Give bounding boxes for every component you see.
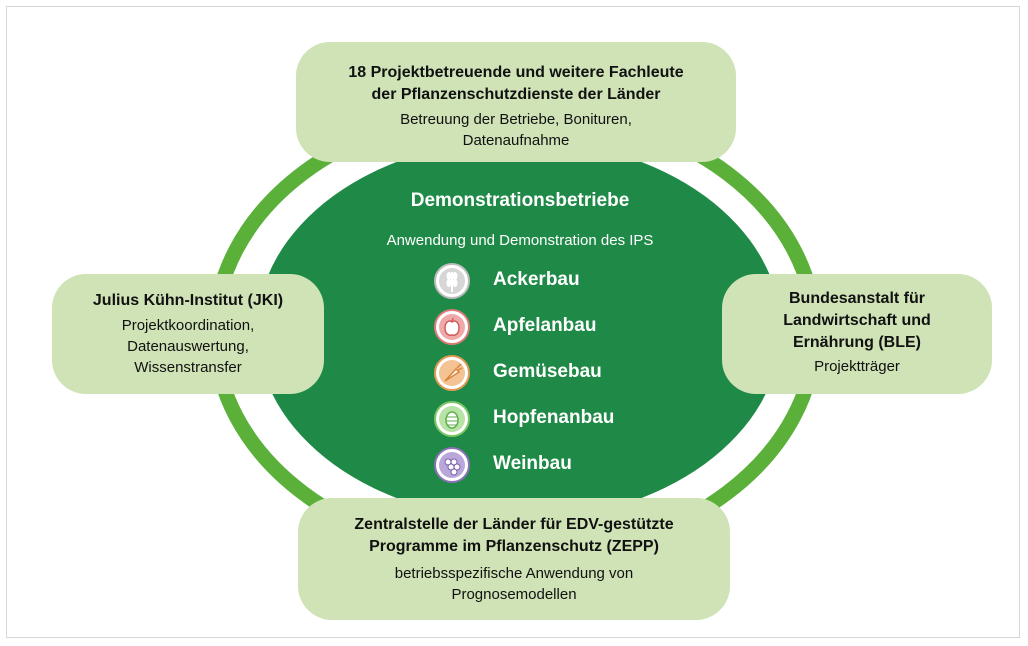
crop-label: Weinbau [493,453,572,474]
box-title: 18 Projektbetreuende und weitere Fachleu… [348,64,684,81]
box-description: Projektkoordination, [121,317,255,334]
wheat-icon [433,262,471,300]
box-description: betriebsspezifische Anwendung von [394,565,634,582]
apple-icon [433,308,471,346]
crop-item-hopfenanbau: Hopfenanbau [433,400,693,440]
crop-item-ackerbau: Ackerbau [433,262,693,302]
box-description: Datenaufnahme [462,132,570,149]
grapes-icon [433,446,471,484]
crop-label: Gemüsebau [493,361,602,382]
box-zepp: Zentralstelle der Länder für EDV-gestütz… [298,498,730,620]
box-title: Bundesanstalt für [788,290,925,307]
center-subtitle: Anwendung und Demonstration des IPS [386,232,654,249]
box-description: Prognosemodellen [451,586,577,603]
box-title: Julius Kühn-Institut (JKI) [92,292,284,309]
box-description: Projektträger [814,358,900,375]
box-description: Datenauswertung, [127,338,249,355]
center-title: Demonstrationsbetriebe [410,190,630,211]
box-pflanzenschutzdienste: 18 Projektbetreuende und weitere Fachleu… [296,42,736,162]
diagram-frame [6,6,1020,638]
box-title: Ernährung (BLE) [793,334,921,351]
box-description: Wissenstransfer [134,359,242,376]
crop-label: Hopfenanbau [493,407,615,428]
crop-item-weinbau: Weinbau [433,446,693,486]
crop-item-gemuesebau: Gemüsebau [433,354,693,394]
box-title: Landwirtschaft und [783,312,931,329]
carrot-icon [433,354,471,392]
box-title: Programme im Pflanzenschutz (ZEPP) [369,538,659,555]
box-ble: Bundesanstalt für Landwirtschaft und Ern… [722,274,992,394]
box-title: der Pflanzenschutzdienste der Länder [371,86,661,103]
crop-label: Apfelanbau [493,315,597,336]
crop-item-apfelanbau: Apfelanbau [433,308,693,348]
crop-label: Ackerbau [493,269,580,290]
box-description: Betreuung der Betriebe, Bonituren, [400,111,632,128]
box-jki: Julius Kühn-Institut (JKI) Projektkoordi… [52,274,324,394]
box-title: Zentralstelle der Länder für EDV-gestütz… [354,516,674,533]
center-ellipse [257,140,781,520]
hop-icon [433,400,471,438]
